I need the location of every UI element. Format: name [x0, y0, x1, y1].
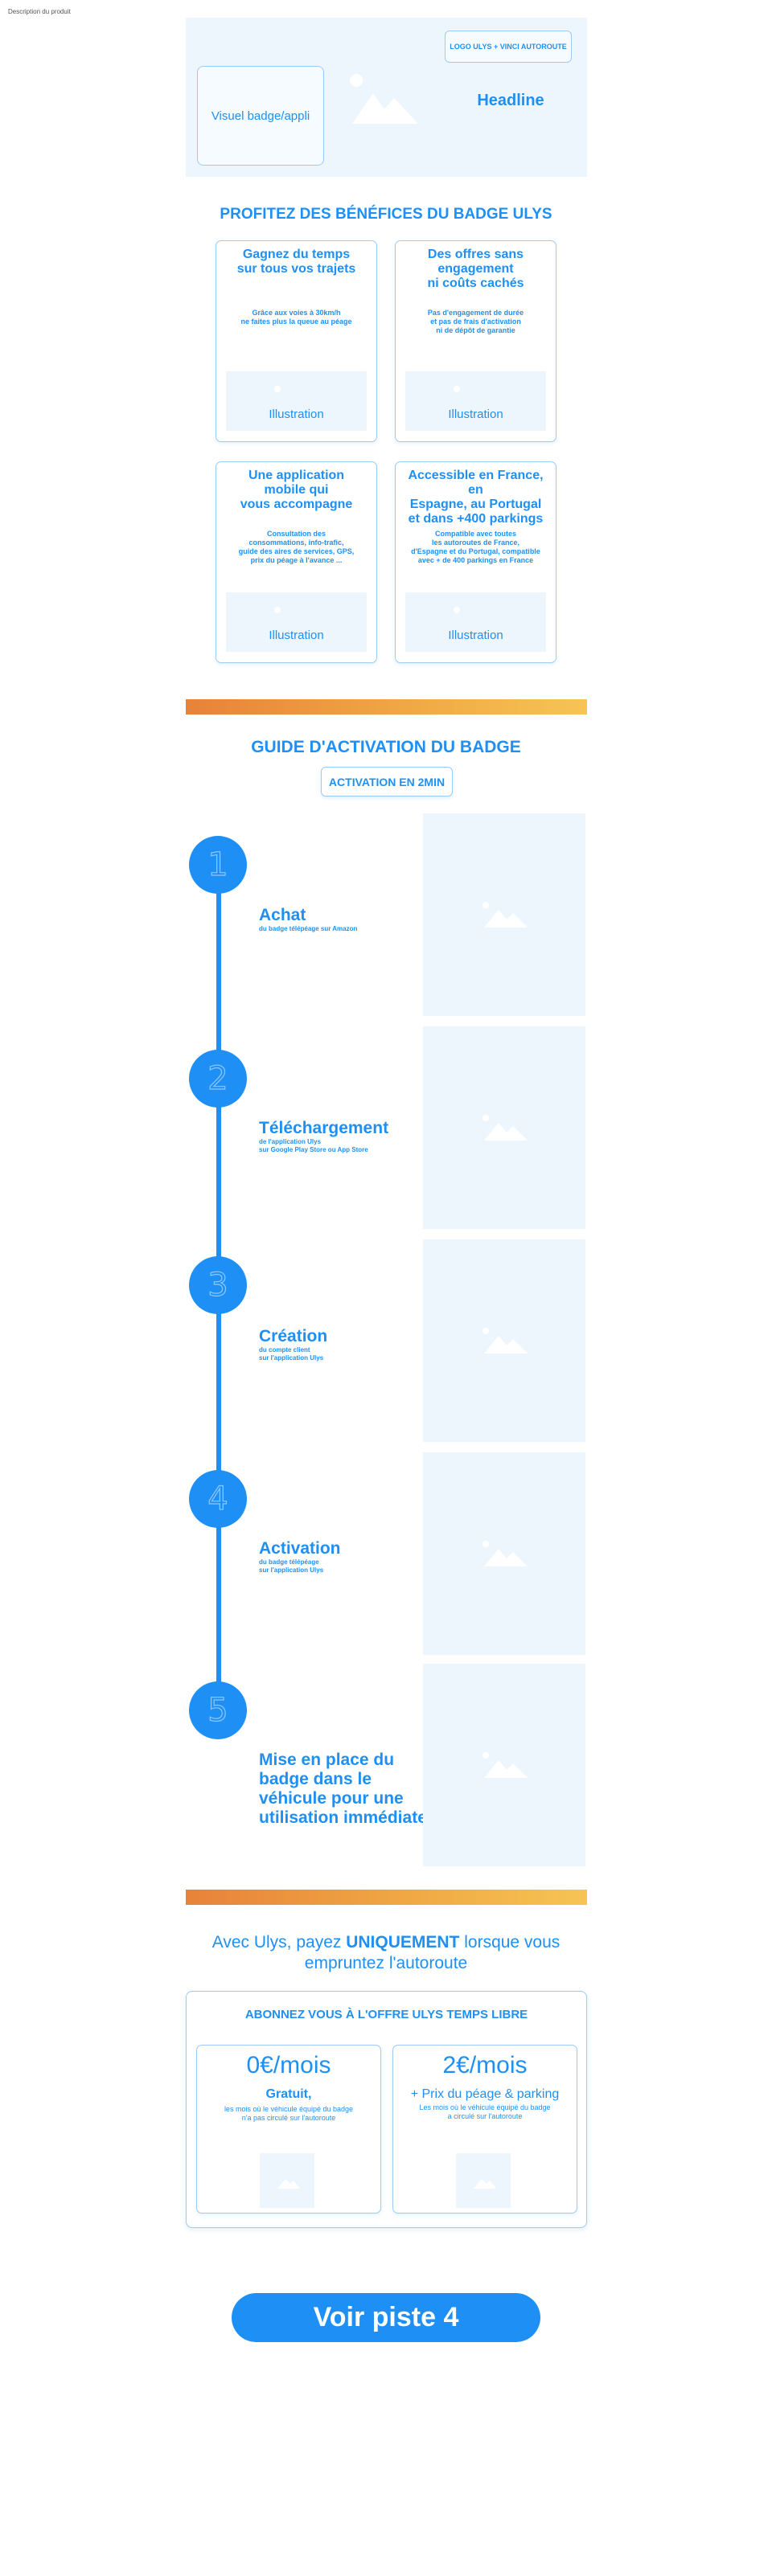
offer-card-paid: 2€/mois + Prix du péage & parking Les mo… — [392, 2045, 577, 2214]
offer-panel: ABONNEZ VOUS À L'OFFRE ULYS TEMPS LIBRE … — [186, 1991, 587, 2228]
image-placeholder-icon — [482, 1752, 528, 1778]
offer-price: 0€/mois — [246, 2052, 331, 2078]
step-number: 5 — [207, 1691, 229, 1729]
pay-tagline-line2: empruntez l'autoroute — [304, 1954, 468, 1972]
benefit-card-desc: Grâce aux voies à 30km/h ne faites plus … — [240, 309, 352, 326]
hero-headline: Headline — [477, 92, 544, 109]
step-image-placeholder — [423, 1664, 585, 1866]
benefit-card-title: Accessible en France, en Espagne, au Por… — [408, 469, 544, 526]
image-placeholder-icon — [482, 1541, 528, 1566]
image-dot-icon — [274, 607, 281, 613]
offer-image-placeholder — [260, 2153, 314, 2208]
benefit-card-desc: Consultation des consommations, info-tra… — [238, 530, 355, 564]
benefit-card-desc: Pas d'engagement de durée et pas de frai… — [427, 309, 524, 334]
image-placeholder-icon — [482, 902, 528, 928]
benefit-card-title: Une application mobile qui vous accompag… — [240, 469, 353, 511]
image-placeholder-icon — [482, 1115, 528, 1141]
illustration-label: Illustration — [269, 629, 324, 642]
offer-title: ABONNEZ VOUS À L'OFFRE ULYS TEMPS LIBRE — [244, 2008, 528, 2021]
step-image-placeholder — [423, 1452, 585, 1655]
page-label: Description du produit — [8, 8, 71, 15]
badge-visual-label: Visuel badge/appli — [211, 109, 310, 123]
step-number-circle: 4 — [189, 1470, 247, 1528]
image-dot-icon — [454, 386, 460, 392]
pay-tagline-prefix: Avec Ulys, payez — [211, 1933, 347, 1951]
activation-time-badge: ACTIVATION EN 2MIN — [321, 767, 453, 797]
offer-desc: les mois où le véhicule équipé du badge … — [224, 2105, 354, 2122]
step-number: 1 — [207, 846, 229, 883]
image-dot-icon — [454, 607, 460, 613]
benefit-card: Des offres sans engagement ni coûts cach… — [395, 240, 556, 442]
activation-time-label: ACTIVATION EN 2MIN — [328, 775, 446, 788]
offer-image-placeholder — [456, 2153, 511, 2208]
step-image-placeholder — [423, 1239, 585, 1442]
step-number-circle: 5 — [189, 1681, 247, 1739]
image-placeholder-icon — [350, 74, 418, 124]
gradient-divider — [186, 699, 587, 715]
guide-title: GUIDE D'ACTIVATION DU BADGE — [251, 738, 521, 756]
step-title: Achat — [259, 906, 306, 924]
step-number: 3 — [207, 1266, 229, 1304]
step-image-placeholder — [423, 813, 585, 1016]
step-number-circle: 2 — [189, 1050, 247, 1108]
benefit-card: Gagnez du temps sur tous vos trajets Grâ… — [216, 240, 377, 442]
step-title: Création — [259, 1327, 328, 1345]
benefit-card: Accessible en France, en Espagne, au Por… — [395, 461, 556, 663]
step-number: 4 — [207, 1480, 229, 1517]
step-subtitle: de l'application Ulys sur Google Play St… — [259, 1138, 368, 1153]
image-placeholder-icon — [482, 1328, 528, 1354]
illustration-label: Illustration — [448, 407, 503, 421]
step-subtitle: du compte client sur l'application Ulys — [259, 1346, 324, 1362]
offer-price: 2€/mois — [442, 2052, 528, 2078]
pay-tagline: Avec Ulys, payez UNIQUEMENT lorsque vous — [0, 1932, 772, 1953]
illustration-placeholder: Illustration — [226, 592, 367, 652]
illustration-placeholder: Illustration — [226, 371, 367, 431]
step-number: 2 — [207, 1059, 229, 1097]
step-image-placeholder — [423, 1026, 585, 1229]
offer-subtitle: + Prix du péage & parking — [410, 2087, 560, 2101]
badge-visual-placeholder: Visuel badge/appli — [197, 66, 324, 166]
illustration-label: Illustration — [448, 629, 503, 642]
offer-card-free: 0€/mois Gratuit, les mois où le véhicule… — [196, 2045, 381, 2214]
gradient-divider — [186, 1890, 587, 1905]
pay-tagline-emphasis: UNIQUEMENT — [346, 1933, 460, 1951]
benefit-card-title: Gagnez du temps sur tous vos trajets — [236, 248, 356, 276]
benefit-card: Une application mobile qui vous accompag… — [216, 461, 377, 663]
logo-label: LOGO ULYS + VINCI AUTOROUTE — [450, 43, 567, 51]
step-number-circle: 3 — [189, 1256, 247, 1314]
voir-piste-button[interactable]: Voir piste 4 — [232, 2293, 540, 2342]
image-placeholder-icon — [474, 2179, 496, 2189]
step-subtitle: du badge télépéage sur Amazon — [259, 925, 358, 932]
offer-subtitle: Gratuit, — [265, 2087, 312, 2101]
step-title: Mise en place du badge dans le véhicule … — [259, 1751, 427, 1827]
illustration-placeholder: Illustration — [405, 371, 546, 431]
offer-desc: Les mois où le véhicule équipé du badge … — [419, 2103, 551, 2120]
logo-placeholder: LOGO ULYS + VINCI AUTOROUTE — [445, 31, 572, 63]
image-dot-icon — [274, 386, 281, 392]
illustration-placeholder: Illustration — [405, 592, 546, 652]
benefit-card-title: Des offres sans engagement ni coûts cach… — [427, 248, 524, 290]
image-placeholder-icon — [277, 2179, 300, 2189]
step-subtitle: du badge télépéage sur l'application Uly… — [259, 1558, 324, 1574]
illustration-label: Illustration — [269, 407, 324, 421]
benefit-card-desc: Compatible avec toutes les autoroutes de… — [411, 530, 540, 564]
step-title: Téléchargement — [259, 1119, 389, 1137]
step-title: Activation — [259, 1539, 341, 1558]
step-number-circle: 1 — [189, 836, 247, 894]
pay-tagline-suffix: lorsque vous — [459, 1933, 561, 1951]
benefits-title: PROFITEZ DES BÉNÉFICES DU BADGE ULYS — [220, 206, 552, 223]
